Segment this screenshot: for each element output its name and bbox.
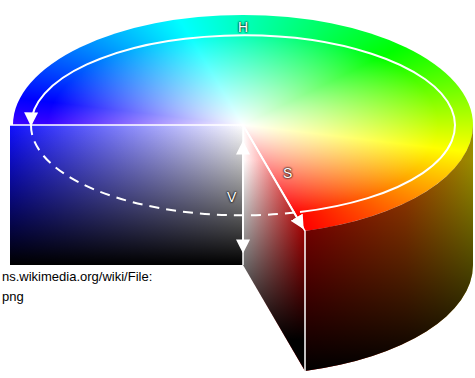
side-surface — [305, 125, 473, 371]
value-label: V — [227, 190, 236, 204]
hue-label: H — [238, 20, 248, 34]
saturation-label: S — [283, 166, 292, 180]
cut-edges — [10, 125, 305, 371]
source-text: png — [2, 290, 24, 303]
side-shade — [305, 125, 473, 371]
value-arrow — [242, 142, 244, 252]
front-face — [243, 125, 305, 371]
front-face-shade — [243, 125, 305, 371]
left-face — [10, 125, 243, 265]
saturation-arrow — [243, 125, 303, 228]
left-face-shade — [10, 125, 243, 265]
source-text: ns.wikimedia.org/wiki/File: — [2, 270, 152, 283]
hue-arrow-hidden — [31, 125, 300, 215]
